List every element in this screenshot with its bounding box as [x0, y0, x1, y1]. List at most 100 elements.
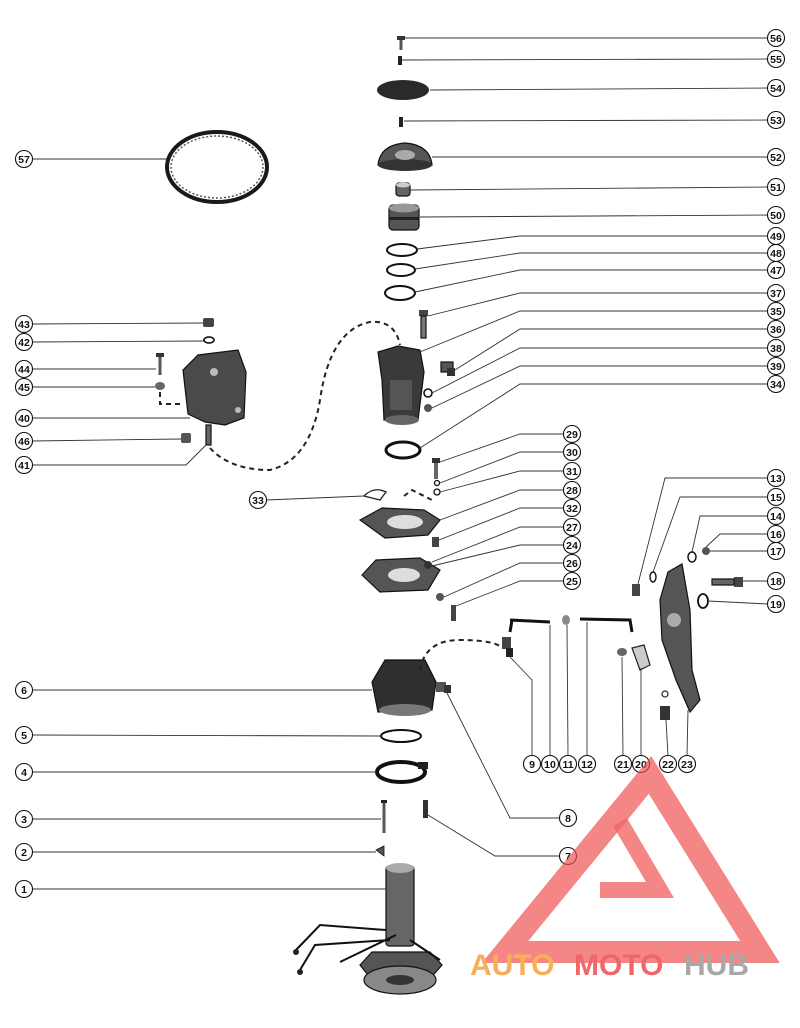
- callout-label-3: 3: [21, 814, 27, 826]
- callout-circle-39: [766, 356, 786, 376]
- callout-label-47: 47: [770, 265, 782, 277]
- callout-49: 49: [766, 226, 786, 246]
- callout-label-50: 50: [770, 210, 782, 222]
- callout-label-30: 30: [566, 447, 578, 459]
- callout-circle-40: [14, 408, 34, 428]
- callout-label-39: 39: [770, 361, 782, 373]
- callout-52: 52: [766, 147, 786, 167]
- part-37-bolt: [419, 310, 428, 339]
- part-32-bushing: [432, 537, 439, 547]
- part-36-fitting: [440, 361, 455, 376]
- callout-circle-51: [766, 177, 786, 197]
- callout-label-46: 46: [18, 436, 30, 448]
- callout-label-11: 11: [562, 759, 573, 771]
- callout-53: 53: [766, 110, 786, 130]
- callout-label-2: 2: [21, 847, 27, 859]
- wire-clamp: [403, 488, 433, 501]
- callout-label-18: 18: [770, 576, 782, 588]
- callout-circle-11: [558, 754, 578, 774]
- callout-12: 12: [577, 754, 597, 774]
- leader-line-8: [446, 692, 560, 819]
- callout-label-32: 32: [566, 503, 578, 515]
- leader-line-24: [431, 544, 564, 567]
- leader-line-29: [439, 433, 564, 463]
- part-56-screw: [397, 36, 405, 50]
- callout-label-27: 27: [566, 522, 578, 534]
- callout-label-6: 6: [21, 685, 27, 697]
- leader-line-16: [705, 533, 768, 548]
- callout-9: 9: [522, 754, 542, 774]
- part-23-lever: [659, 563, 701, 714]
- leader-line-13: [637, 477, 768, 585]
- callout-11: 11: [558, 754, 578, 774]
- leader-line-51: [409, 186, 769, 191]
- callout-label-34: 34: [770, 379, 782, 391]
- callout-circle-34: [766, 374, 786, 394]
- callout-label-43: 43: [18, 319, 30, 331]
- callout-circle-13: [766, 468, 786, 488]
- callout-36: 36: [766, 319, 786, 339]
- leader-line-22: [665, 719, 669, 757]
- callout-55: 55: [766, 49, 786, 69]
- callout-circle-45: [14, 377, 34, 397]
- wire-upper: [209, 320, 401, 472]
- callout-circle-2: [14, 842, 34, 862]
- callout-circle-57: [14, 149, 34, 169]
- callout-21: 21: [613, 754, 633, 774]
- leader-line-34: [419, 383, 768, 449]
- leader-line-26: [443, 562, 564, 598]
- callout-45: 45: [14, 377, 34, 397]
- leader-line-28: [439, 489, 564, 521]
- callout-label-31: 31: [566, 466, 578, 478]
- callout-label-12: 12: [581, 759, 593, 771]
- callout-circle-21: [613, 754, 633, 774]
- watermark-triangle-inner: [600, 817, 674, 898]
- callout-6: 6: [14, 680, 34, 700]
- callout-circle-27: [562, 517, 582, 537]
- part-47-ring: [384, 285, 416, 301]
- leader-line-25: [455, 580, 564, 607]
- callout-39: 39: [766, 356, 786, 376]
- callout-label-37: 37: [770, 288, 782, 300]
- callout-1: 1: [14, 879, 34, 899]
- callout-label-54: 54: [770, 83, 782, 95]
- leader-line-27: [431, 526, 564, 563]
- part-13-pin: [632, 584, 640, 596]
- callout-circle-12: [577, 754, 597, 774]
- callout-label-20: 20: [635, 759, 647, 771]
- part-33-clip: [362, 489, 387, 501]
- part-20-boot: [631, 644, 651, 671]
- part-29-bolt: [432, 458, 440, 479]
- callout-33: 33: [248, 490, 268, 510]
- watermark-triangle-outer: [481, 756, 780, 963]
- callout-circle-50: [766, 205, 786, 225]
- part-5-ring: [380, 729, 422, 743]
- callout-label-28: 28: [566, 485, 578, 497]
- callout-circle-38: [766, 338, 786, 358]
- leader-line-49: [416, 235, 768, 250]
- callout-circle-10: [540, 754, 560, 774]
- callout-circle-22: [658, 754, 678, 774]
- part-53-pin: [399, 117, 403, 127]
- callout-circle-54: [766, 78, 786, 98]
- callout-circle-28: [562, 480, 582, 500]
- callout-circle-32: [562, 498, 582, 518]
- callout-label-7: 7: [565, 851, 571, 863]
- callout-circle-6: [14, 680, 34, 700]
- callout-42: 42: [14, 332, 34, 352]
- callout-50: 50: [766, 205, 786, 225]
- leader-line-11: [566, 624, 569, 757]
- leader-line-54: [429, 87, 769, 91]
- callout-57: 57: [14, 149, 34, 169]
- callout-label-10: 10: [544, 759, 556, 771]
- leader-line-55: [401, 58, 769, 61]
- part-9-connector: [502, 637, 513, 657]
- callout-circle-4: [14, 762, 34, 782]
- callout-30: 30: [562, 442, 582, 462]
- callout-label-22: 22: [662, 759, 674, 771]
- part-50-sleeve: [388, 203, 420, 231]
- callout-label-16: 16: [770, 529, 782, 541]
- callout-38: 38: [766, 338, 786, 358]
- leader-line-9: [509, 656, 533, 756]
